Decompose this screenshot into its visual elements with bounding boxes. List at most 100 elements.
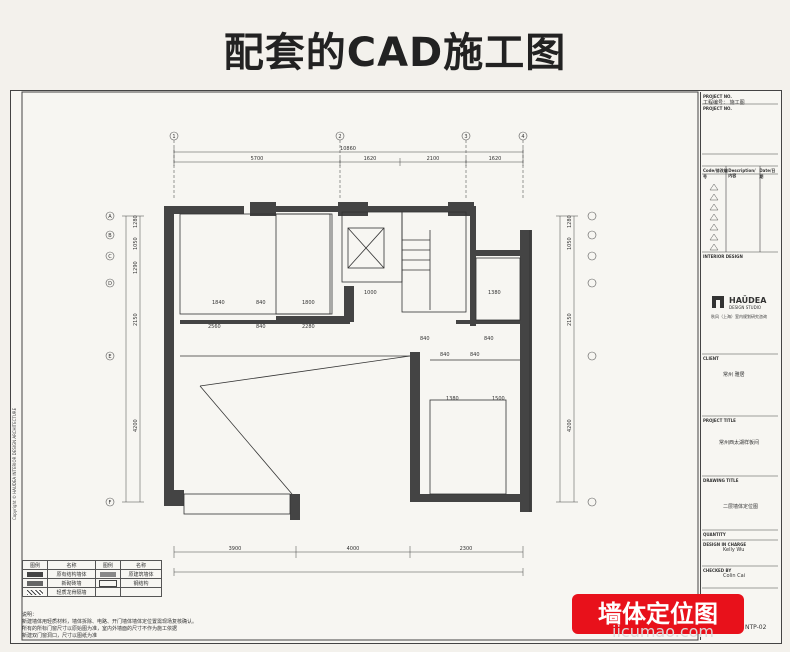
- legend-row: 新砌砖墙 钢结构: [22, 578, 163, 588]
- wall-positioning-badge: 墙体定位图: [572, 594, 744, 634]
- inner-dimension-labels: 1840 840 1800 2560 2280 840 1000 840 840…: [208, 290, 505, 402]
- svg-text:1280: 1280: [567, 215, 573, 228]
- dim-inner: 1840: [212, 300, 225, 306]
- client-value: 常州 雅居: [723, 372, 745, 378]
- dim-top-seg: 5700: [251, 156, 264, 162]
- svg-text:1050: 1050: [567, 237, 573, 250]
- dim-inner: 840: [470, 352, 480, 358]
- legend-header: 图例 名称 图例 名称: [22, 560, 163, 570]
- design-in-charge-label: DESIGN IN CHARGE: [703, 542, 747, 547]
- checked-by-value: Colin Cai: [723, 573, 746, 579]
- axis-label: D: [108, 281, 112, 287]
- brand-logo: [712, 296, 724, 308]
- title-block-grid: [702, 103, 778, 589]
- svg-text:2150: 2150: [567, 313, 573, 326]
- client-label: CLIENT: [703, 356, 719, 361]
- legend-swatch: [22, 569, 48, 579]
- drawing-frame: [21, 91, 699, 641]
- title-block: PROJECT NO. 工程编号： 施工图 PROJECT NO. Code/修…: [700, 92, 779, 640]
- svg-text:1050: 1050: [133, 237, 139, 250]
- dim-inner: 840: [440, 352, 450, 358]
- design-in-charge-value: Kelly Wu: [723, 547, 745, 553]
- dim-bottom-seg: 2300: [460, 546, 473, 552]
- dim-inner: 1500: [492, 396, 505, 402]
- dim-bottom-seg: 3900: [229, 546, 242, 552]
- dim-inner: 840: [420, 336, 430, 342]
- project-title-label: PROJECT TITLE: [703, 418, 736, 423]
- legend-swatch: [22, 587, 48, 597]
- legend-row: 轻质龙骨隔墙: [22, 587, 163, 597]
- dim-inner: 1800: [302, 300, 315, 306]
- watermark: iicumao.com: [612, 622, 714, 641]
- dim-inner: 1380: [446, 396, 459, 402]
- side-dimension-lines: [122, 215, 578, 503]
- brand-name: HAŪDEA: [729, 296, 767, 305]
- axis-label: C: [108, 254, 112, 260]
- dim-top-total: 10860: [340, 146, 356, 152]
- top-dimension-lines: [173, 148, 524, 166]
- axis-label: 2: [338, 134, 341, 140]
- checked-by-label: CHECKED BY: [703, 568, 732, 573]
- drawing-sheet: [10, 90, 782, 644]
- dim-inner: 840: [256, 300, 266, 306]
- axis-label: A: [108, 214, 112, 220]
- revision-triangles: [709, 183, 719, 251]
- dim-inner: 840: [256, 324, 266, 330]
- left-dim-labels: 1280 1050 1290 2150 4200 1280 1050 2150 …: [133, 215, 573, 432]
- dim-inner: 1000: [364, 290, 377, 296]
- axis-label: 1: [172, 134, 175, 140]
- project-no-value: 工程编号： 施工图: [703, 100, 745, 106]
- drawing-title-label: DRAWING TITLE: [703, 478, 739, 483]
- brand-cn: 秋风（上海）室内规划研究咨询: [711, 314, 767, 319]
- svg-text:4200: 4200: [567, 419, 573, 432]
- dim-inner: 840: [484, 336, 494, 342]
- project-no-label: PROJECT NO.: [703, 94, 732, 99]
- project-title-value: 常州西太湖样板间: [719, 440, 760, 446]
- svg-text:2150: 2150: [133, 313, 139, 326]
- partition-walls: [179, 211, 531, 515]
- legend-swatch: [22, 578, 48, 588]
- svg-text:4200: 4200: [133, 419, 139, 432]
- svg-text:1280: 1280: [133, 215, 139, 228]
- legend-swatch: [94, 569, 121, 579]
- axis-label: E: [108, 354, 111, 360]
- quantity-label: QUANTITY: [703, 532, 726, 537]
- legend: 图例 名称 图例 名称 原有结构墙体 原建筑墙体 新砌砖墙 钢结构 轻质龙骨隔墙: [22, 560, 163, 597]
- notes-line: 新建双门窗洞口，尺寸以图纸为准: [22, 633, 98, 639]
- drawing-title-value: 二层墙体定位图: [723, 504, 759, 510]
- interior-design-label: INTERIOR DESIGN: [703, 254, 743, 259]
- axis-label: F: [109, 500, 112, 506]
- svg-text:1290: 1290: [133, 261, 139, 274]
- notes-line: 新建墙体用轻质材料，墙体拆除、电路、开门墙体墙体定位置需现场复核确认。: [22, 619, 198, 625]
- left-grid-axes: [105, 211, 597, 507]
- project-note-label: PROJECT NO.: [703, 106, 732, 111]
- dim-top-seg: 1620: [489, 156, 502, 162]
- notes: 说明： 新建墙体用轻质材料，墙体拆除、电路、开门墙体墙体定位置需现场复核确认。 …: [22, 612, 272, 640]
- left-axis-labels: A B C D E F: [108, 214, 112, 506]
- bottom-dimension-lines: [173, 546, 524, 576]
- notes-title: 说明：: [22, 612, 38, 618]
- structural-walls: [164, 202, 532, 520]
- description-label: Description/内容: [728, 168, 756, 178]
- top-grid-axes: [169, 131, 528, 200]
- page-headline: 配套的CAD施工图: [223, 30, 567, 76]
- axis-label: 4: [521, 134, 524, 140]
- notes-line: 所有的所标门窗尺寸以原始图为准，室内外墙面的尺寸不作为施工依据: [22, 626, 178, 632]
- top-axis-labels: 1 2 3 4: [172, 134, 524, 140]
- sheet-number: NTP-02: [745, 624, 767, 631]
- dim-top-seg: 2100: [427, 156, 440, 162]
- dim-inner: 2280: [302, 324, 315, 330]
- legend-row: 原有结构墙体 原建筑墙体: [22, 569, 163, 579]
- revision-label: Code/修改编号: [703, 168, 728, 179]
- date-label: Date/日期: [759, 168, 776, 179]
- dim-top-seg: 1620: [364, 156, 377, 162]
- legend-table: 图例 名称 图例 名称 原有结构墙体 原建筑墙体 新砌砖墙 钢结构 轻质龙骨隔墙: [22, 560, 163, 597]
- dim-inner: 2560: [208, 324, 221, 330]
- dim-bottom-total: 4000: [347, 546, 360, 552]
- axis-label: B: [108, 233, 112, 239]
- brand-sub: DESIGN STUDIO: [729, 305, 762, 310]
- legend-swatch: [94, 578, 121, 588]
- dim-inner: 1380: [488, 290, 501, 296]
- axis-label: 3: [464, 134, 467, 140]
